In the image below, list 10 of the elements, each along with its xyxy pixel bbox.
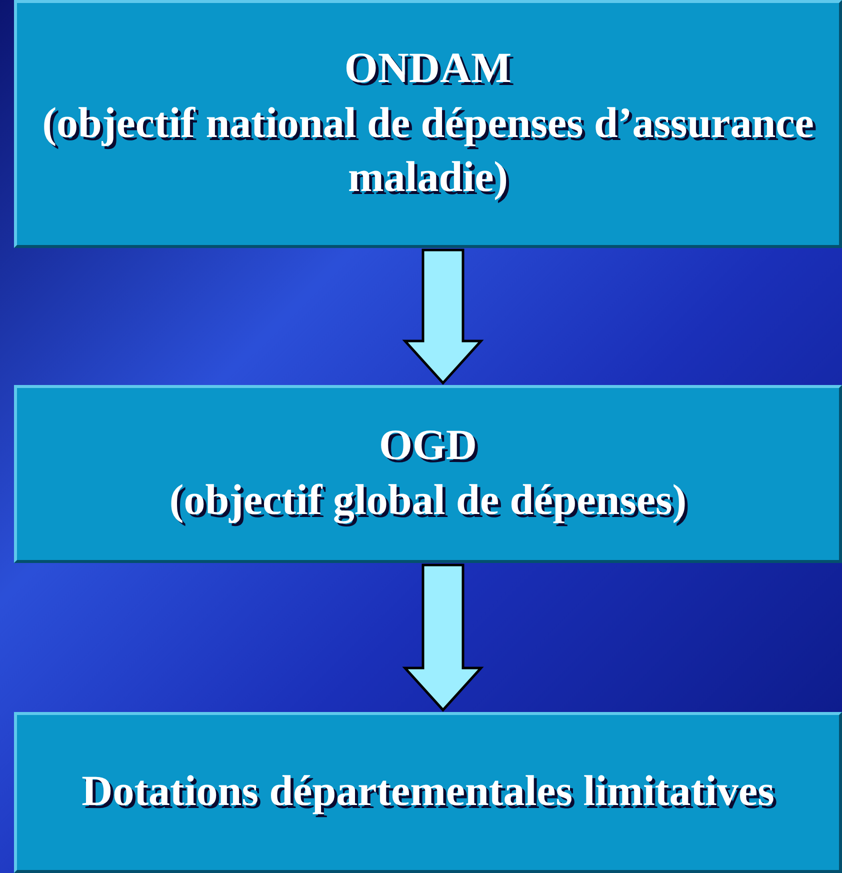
block-arrow (402, 564, 484, 712)
box-heading: ONDAM (344, 44, 512, 94)
block-arrow (402, 248, 484, 385)
process-box (14, 0, 842, 248)
box-heading: OGD (379, 421, 477, 472)
process-box (14, 712, 842, 873)
box-text: (objectif global de dépenses) (169, 476, 687, 526)
box-text: (objectif national de dépenses d’assurance maladie) (41, 98, 815, 204)
process-box (14, 385, 842, 563)
box-text: Dotations départementales limitatives (82, 767, 774, 818)
